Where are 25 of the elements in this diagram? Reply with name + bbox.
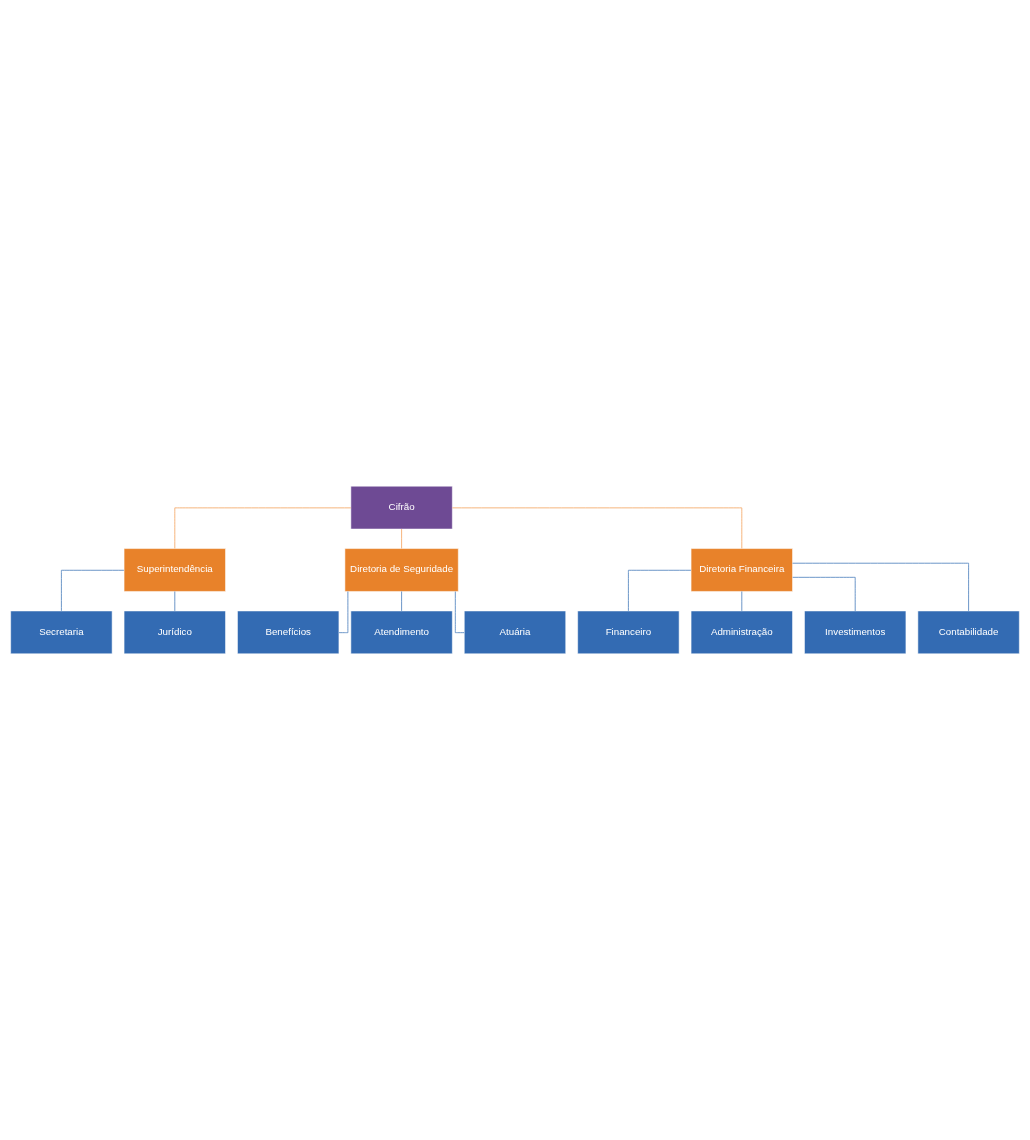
connector xyxy=(174,507,352,549)
node-box: Superintendência xyxy=(123,548,226,592)
node-box: Secretaria xyxy=(10,610,113,655)
connector xyxy=(792,576,856,612)
node-box: Financeiro xyxy=(577,610,680,655)
node-box: Contabilidade xyxy=(917,610,1020,655)
connector xyxy=(401,528,402,549)
connector xyxy=(792,562,969,612)
connector xyxy=(61,569,125,612)
connector xyxy=(628,569,692,612)
node-box: Diretoria de Seguridade xyxy=(344,548,459,592)
node-box: Atendimento xyxy=(350,610,453,655)
connector xyxy=(741,591,743,612)
node-box: Benefícios xyxy=(237,610,340,655)
connector xyxy=(338,591,349,634)
node-box: Administração xyxy=(690,610,793,655)
connector xyxy=(401,591,402,612)
node-box: Atuária xyxy=(464,610,566,655)
connector xyxy=(454,591,465,634)
node-box: Investimentos xyxy=(804,610,907,655)
node-box: Jurídico xyxy=(123,610,226,655)
connector xyxy=(451,507,743,549)
node-box: Cifrão xyxy=(350,485,453,530)
node-box: Diretoria Financeira xyxy=(690,548,793,592)
connector xyxy=(174,591,176,612)
